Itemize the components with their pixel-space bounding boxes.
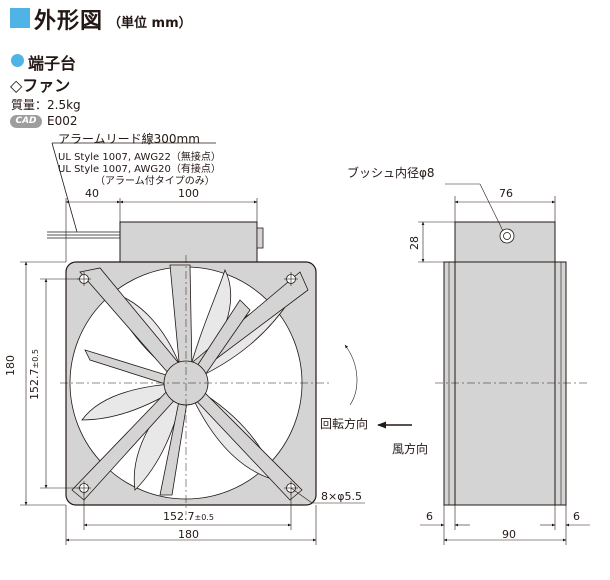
- front-housing: [60, 255, 330, 515]
- cad-code[interactable]: E002: [47, 114, 78, 128]
- dim-width-180: 180: [178, 528, 199, 541]
- page-title: 外形図: [34, 9, 104, 34]
- dim-76: 76: [499, 187, 513, 200]
- fan-heading: ◇ファン: [10, 76, 71, 95]
- dim-100: 100: [178, 187, 199, 200]
- leadwire-line1: UL Style 1007, AWG22（無接点）: [58, 152, 221, 163]
- dim-hole-horizontal: 152.7±0.5: [163, 510, 214, 523]
- bullet-dot-icon: [11, 54, 24, 67]
- leadwire-line3: （アラーム付タイプのみ）: [95, 176, 215, 187]
- dim-90: 90: [502, 528, 516, 541]
- mass-label: 質量：2.5kg: [11, 98, 81, 112]
- dim-left-6: 6: [426, 510, 433, 523]
- front-terminal-box: [119, 221, 264, 263]
- dim-height-180: 180: [4, 355, 17, 376]
- dim-right-6: 6: [573, 510, 580, 523]
- unit-label: （単位 mm）: [108, 16, 192, 31]
- leadwire-line2: UL Style 1007, AWG20（有接点）: [58, 164, 221, 175]
- rotation-label: 回転方向: [320, 417, 369, 431]
- holes-label: 8×φ5.5: [321, 490, 362, 503]
- dim-28: 28: [408, 236, 421, 250]
- side-view: [435, 221, 590, 506]
- dim-40: 40: [85, 187, 99, 200]
- airflow-label: 風方向: [392, 442, 429, 456]
- leadwire-title: アラームリード線300mm: [58, 132, 200, 146]
- cad-badge: CAD: [10, 115, 42, 128]
- terminal-heading: 端子台: [28, 54, 77, 73]
- title-square-icon: [10, 8, 30, 28]
- dim-hole-vertical: 152.7±0.5: [28, 349, 41, 400]
- bushing-label: ブッシュ内径φ8: [347, 166, 435, 180]
